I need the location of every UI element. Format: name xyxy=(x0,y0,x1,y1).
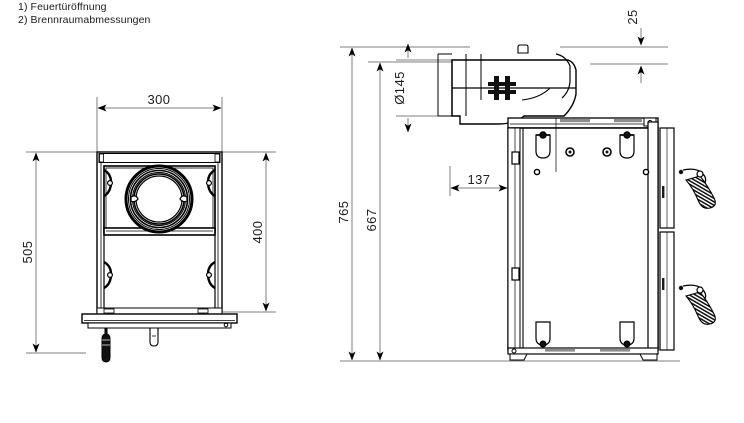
side-dim-765: 765 xyxy=(336,46,680,362)
front-bottom-plate xyxy=(81,307,238,347)
side-lower-spring-handle xyxy=(678,284,716,325)
front-fire-door-opening xyxy=(124,164,194,234)
front-view: 300 505 400 xyxy=(20,92,276,363)
side-body-fittings xyxy=(533,131,650,348)
side-base xyxy=(507,347,659,361)
side-top-cover xyxy=(507,117,659,129)
front-dim-300-label: 300 xyxy=(148,92,171,107)
front-lower-handle xyxy=(101,327,111,363)
legend-item-2: 2) Brennraumabmessungen xyxy=(18,14,151,26)
front-dim-400: 400 xyxy=(222,151,276,313)
front-corner-brackets xyxy=(103,168,216,290)
side-dim-flue-145-label: Ø145 xyxy=(392,71,407,104)
front-dim-400-label: 400 xyxy=(250,221,265,244)
side-upper-spring-handle xyxy=(678,168,716,209)
side-dim-137-label: 137 xyxy=(468,172,491,187)
front-dim-505: 505 xyxy=(20,151,96,354)
side-burner-bolts xyxy=(488,76,516,100)
legend: 1) Feuertüröffnung 2) Brennraumabmessung… xyxy=(18,1,150,27)
side-main-body xyxy=(507,118,659,351)
side-dim-765-label: 765 xyxy=(336,201,351,224)
side-dim-25: 25 xyxy=(560,9,668,83)
side-view: 765 667 Ø145 25 xyxy=(336,9,716,362)
side-door-panel xyxy=(659,127,675,351)
side-dim-137: 137 xyxy=(449,155,509,196)
front-dim-300: 300 xyxy=(96,92,223,160)
legend-item-1: 1) Feuertüröffnung xyxy=(18,1,107,13)
side-dim-667-label: 667 xyxy=(364,209,379,232)
side-burner-assembly xyxy=(437,44,577,125)
side-dim-25-label: 25 xyxy=(625,9,640,24)
front-dim-505-label: 505 xyxy=(20,241,35,264)
